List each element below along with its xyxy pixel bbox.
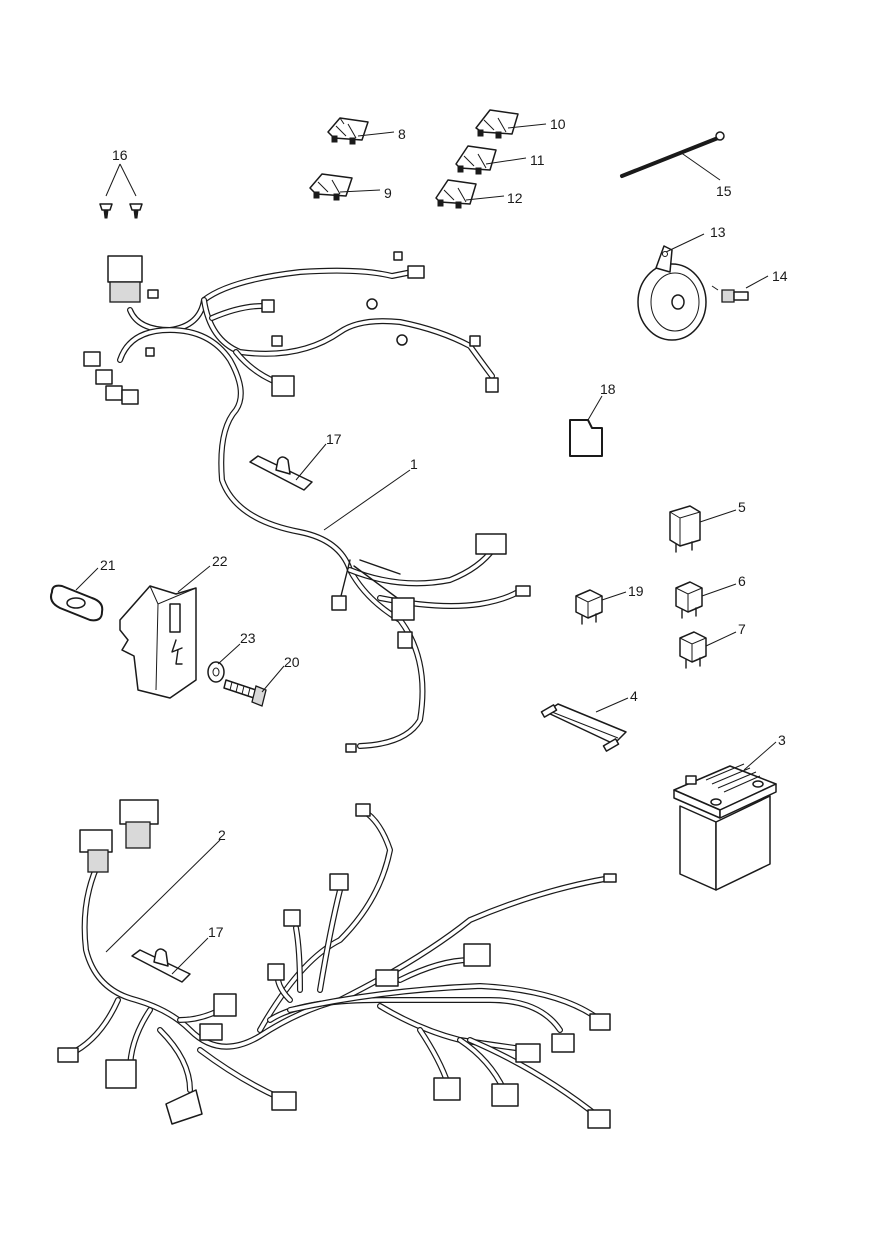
callout-14: 14 (772, 268, 788, 284)
callout-8: 8 (398, 126, 406, 142)
callout-labels: 8 9 10 11 12 16 15 13 14 18 17 1 5 21 22… (100, 116, 788, 940)
cable-tie-15[interactable] (620, 131, 725, 178)
clip-17-lower[interactable] (131, 948, 191, 983)
callout-13: 13 (710, 224, 726, 240)
callout-17-lower: 17 (208, 924, 224, 940)
callout-12: 12 (507, 190, 523, 206)
main-harness-1[interactable] (83, 251, 531, 753)
callout-19: 19 (628, 583, 644, 599)
screw-16-pair[interactable] (99, 203, 143, 219)
relay-7[interactable] (679, 631, 707, 669)
callout-6: 6 (738, 573, 746, 589)
battery-strap-4[interactable] (540, 703, 627, 752)
callout-23: 23 (240, 630, 256, 646)
fuse-12[interactable] (435, 179, 477, 209)
callout-2: 2 (218, 827, 226, 843)
rubber-grommet-21[interactable] (50, 584, 104, 622)
relay-5[interactable] (669, 505, 701, 553)
bolt-20[interactable] (223, 679, 267, 707)
callout-5: 5 (738, 499, 746, 515)
callout-22: 22 (212, 553, 228, 569)
callout-16: 16 (112, 147, 128, 163)
callout-7: 7 (738, 621, 746, 637)
callout-15: 15 (716, 183, 732, 199)
callout-4: 4 (630, 688, 638, 704)
washer-23[interactable] (207, 661, 225, 683)
callout-18: 18 (600, 381, 616, 397)
callout-10: 10 (550, 116, 566, 132)
fuse-8[interactable] (327, 117, 369, 145)
clip-17-upper[interactable] (249, 455, 313, 491)
callout-1: 1 (410, 456, 418, 472)
sub-harness-2[interactable] (57, 799, 617, 1129)
callout-21: 21 (100, 557, 116, 573)
relay-6[interactable] (675, 581, 703, 619)
leader-lines (75, 123, 777, 975)
fuse-11[interactable] (455, 145, 497, 175)
callout-17-upper: 17 (326, 431, 342, 447)
fuse-10[interactable] (475, 109, 519, 139)
bracket-18[interactable] (569, 419, 603, 457)
callout-3: 3 (778, 732, 786, 748)
battery-3[interactable] (673, 763, 777, 891)
horn-13[interactable] (637, 245, 707, 341)
callout-9: 9 (384, 185, 392, 201)
callout-11: 11 (530, 152, 545, 168)
ecu-bracket-22[interactable] (119, 585, 197, 699)
relay-19[interactable] (575, 589, 603, 625)
horn-bolt-14[interactable] (711, 285, 749, 303)
callout-20: 20 (284, 654, 300, 670)
fuse-9[interactable] (309, 173, 353, 201)
